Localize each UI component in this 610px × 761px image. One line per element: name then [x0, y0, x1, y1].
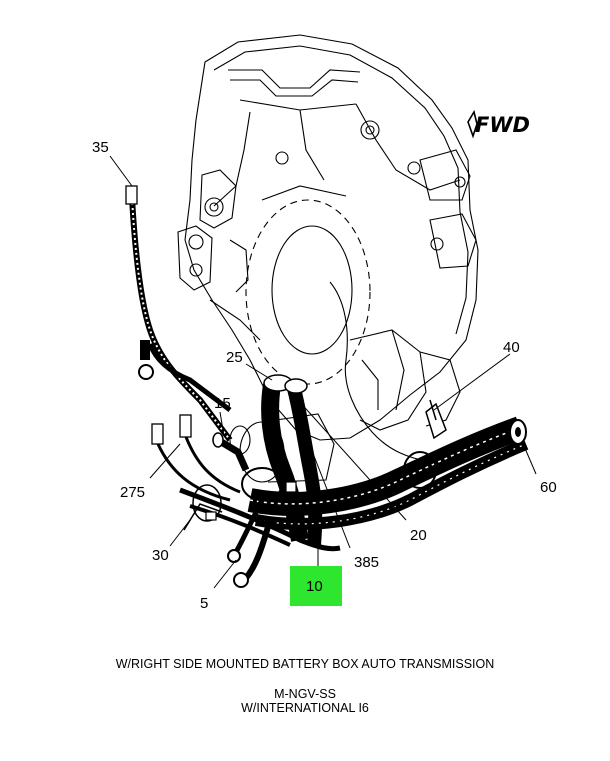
caption-engine: W/INTERNATIONAL I6 — [241, 701, 369, 715]
callout-35[interactable]: 35 — [92, 139, 109, 156]
flywheel-housing — [177, 34, 479, 483]
caption-configuration: W/RIGHT SIDE MOUNTED BATTERY BOX AUTO TR… — [115, 657, 495, 671]
callout-15[interactable]: 15 — [214, 395, 231, 412]
fwd-direction-indicator: FWD — [467, 109, 530, 139]
wiring-harness — [125, 185, 529, 588]
callout-10-highlight — [290, 566, 342, 606]
callout-385[interactable]: 385 — [354, 554, 379, 571]
callout-40[interactable]: 40 — [503, 339, 520, 356]
fwd-arrow-icon — [467, 109, 478, 139]
callout-275[interactable]: 275 — [120, 484, 145, 501]
caption-model: M-NGV-SS — [274, 687, 336, 701]
callout-60[interactable]: 60 — [540, 479, 557, 496]
callout-labels: 35 25 15 40 60 275 30 20 385 5 10 — [92, 139, 557, 612]
callout-5[interactable]: 5 — [200, 595, 208, 612]
callout-30[interactable]: 30 — [152, 547, 169, 564]
callout-25[interactable]: 25 — [226, 349, 243, 366]
leader-lines — [109, 155, 537, 589]
callout-10[interactable]: 10 — [306, 578, 323, 595]
callout-20[interactable]: 20 — [410, 527, 427, 544]
fwd-label: FWD — [475, 113, 530, 137]
